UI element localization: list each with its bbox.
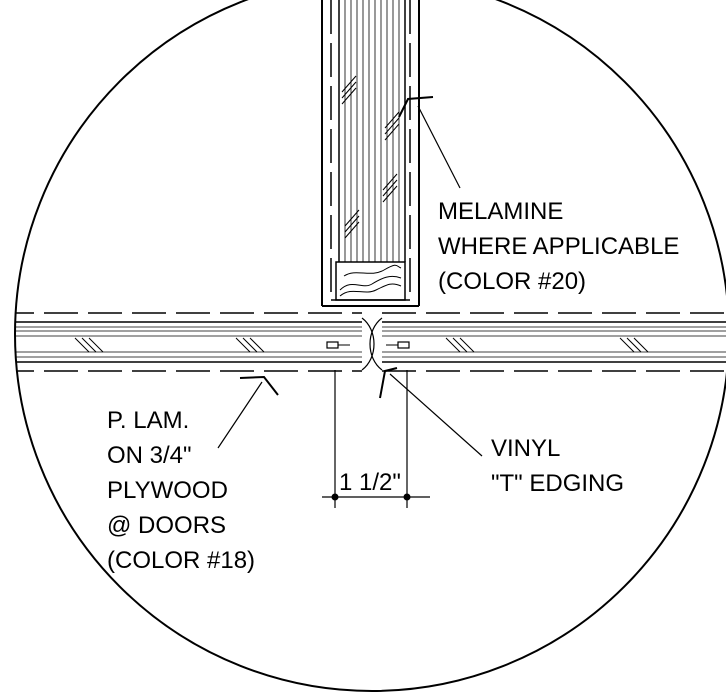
svg-text:PLYWOOD: PLYWOOD	[107, 477, 228, 504]
melamine-label: MELAMINE WHERE APPLICABLE (COLOR #20)	[438, 198, 679, 295]
vertical-panel	[321, 0, 420, 307]
section-geometry	[15, 0, 726, 372]
dimension-line	[322, 370, 430, 508]
svg-text:P. LAM.: P. LAM.	[107, 407, 189, 434]
svg-text:(COLOR #18): (COLOR #18)	[107, 547, 255, 574]
leader-plam	[217, 375, 279, 449]
leader-melamine	[398, 96, 461, 189]
svg-text:ON 3/4": ON 3/4"	[107, 442, 192, 469]
svg-text:MELAMINE: MELAMINE	[438, 198, 563, 225]
svg-text:(COLOR #20): (COLOR #20)	[438, 268, 586, 295]
left-panel	[15, 312, 375, 372]
leader-vinyl	[379, 367, 483, 457]
vinyl-label: VINYL "T" EDGING	[491, 435, 624, 497]
svg-text:"T" EDGING: "T" EDGING	[491, 470, 624, 497]
svg-text:VINYL: VINYL	[491, 435, 560, 462]
svg-text:WHERE APPLICABLE: WHERE APPLICABLE	[438, 233, 679, 260]
dimension-label: 1 1/2"	[339, 469, 401, 496]
plam-label: P. LAM. ON 3/4" PLYWOOD @ DOORS (COLOR #…	[107, 407, 255, 574]
right-panel	[369, 312, 726, 372]
svg-text:@ DOORS: @ DOORS	[107, 512, 226, 539]
detail-circle	[14, 0, 726, 692]
